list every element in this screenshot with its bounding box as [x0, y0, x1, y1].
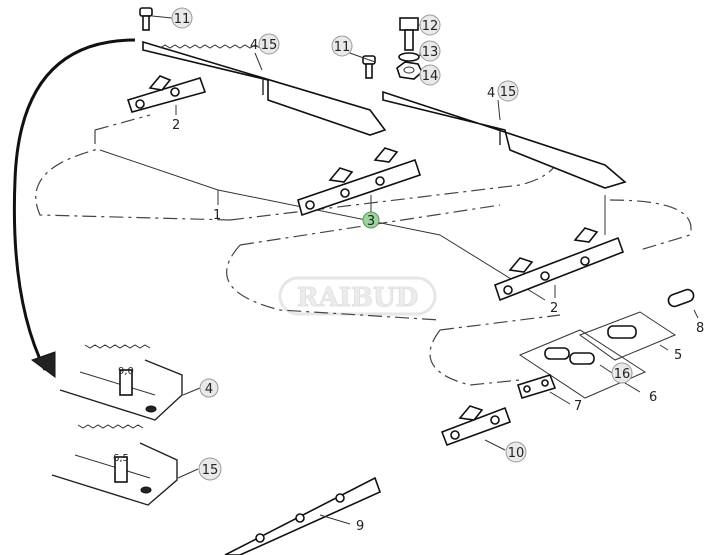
callout-11[interactable]: 11: [331, 35, 353, 57]
svg-text:4: 4: [205, 382, 213, 397]
kit-6: [518, 329, 647, 399]
callout-15[interactable]: 15: [497, 80, 519, 102]
callout-11[interactable]: 11: [171, 7, 193, 29]
svg-text:2: 2: [172, 118, 180, 133]
callout-4[interactable]: 4: [250, 38, 258, 53]
callout-13[interactable]: 13: [419, 40, 441, 62]
bracket-detail-4: 9,0: [59, 344, 183, 421]
svg-text:16: 16: [614, 367, 631, 382]
callout-4[interactable]: 4: [199, 378, 219, 398]
svg-text:2: 2: [550, 301, 558, 316]
callout-8[interactable]: 8: [696, 321, 704, 336]
callout-1[interactable]: 1: [213, 208, 221, 223]
callout-2[interactable]: 2: [172, 118, 180, 133]
svg-text:8: 8: [696, 321, 704, 336]
svg-text:15: 15: [261, 38, 278, 53]
svg-text:6,5: 6,5: [113, 453, 129, 464]
chain-link-2-top: [126, 75, 207, 113]
callout-14[interactable]: 14: [419, 64, 441, 86]
callout-leaders: [151, 15, 699, 525]
link-7: [517, 374, 557, 399]
callout-6[interactable]: 6: [649, 390, 657, 405]
svg-text:15: 15: [500, 85, 517, 100]
bolt-11-left: [139, 7, 153, 31]
svg-text:RAIBUD: RAIBUD: [297, 283, 418, 313]
svg-text:7: 7: [574, 399, 582, 414]
callout-15[interactable]: 15: [258, 33, 280, 55]
svg-text:4: 4: [250, 38, 258, 53]
chain-path-middle: [226, 199, 692, 321]
svg-text:11: 11: [174, 12, 191, 27]
callout-10[interactable]: 10: [505, 441, 527, 463]
callout-2[interactable]: 2: [550, 301, 558, 316]
callout-5[interactable]: 5: [674, 348, 682, 363]
kit-5: [578, 311, 677, 361]
rack-bar-left: [142, 40, 387, 136]
svg-text:4: 4: [487, 86, 495, 101]
chain-link-3: [297, 147, 422, 217]
nut-14: [396, 61, 423, 80]
callout-3[interactable]: 3: [362, 211, 380, 229]
svg-text:11: 11: [334, 40, 351, 55]
callout-16[interactable]: 16: [611, 362, 633, 384]
bolt-11-right: [362, 55, 376, 79]
chain-9: [224, 476, 382, 555]
svg-text:13: 13: [422, 45, 439, 60]
bracket-detail-15: 6,5: [51, 424, 178, 506]
svg-text:1: 1: [213, 208, 221, 223]
callout-4[interactable]: 4: [487, 86, 495, 101]
svg-text:9: 9: [356, 519, 364, 534]
arrow-head: [30, 351, 56, 378]
svg-text:3: 3: [367, 214, 375, 229]
curved-arrow: [12, 38, 136, 371]
washer-13: [398, 52, 420, 62]
svg-text:10: 10: [508, 446, 525, 461]
watermark-logo: RAIBUD: [278, 276, 437, 316]
svg-text:12: 12: [422, 19, 439, 34]
bolt-12: [399, 17, 419, 51]
callout-12[interactable]: 12: [419, 14, 441, 36]
svg-text:6: 6: [649, 390, 657, 405]
callout-9[interactable]: 9: [356, 519, 364, 534]
callout-15[interactable]: 15: [198, 457, 222, 481]
chain-path-lower: [429, 314, 561, 386]
link-10: [440, 405, 512, 447]
svg-text:15: 15: [202, 463, 219, 478]
svg-text:5: 5: [674, 348, 682, 363]
svg-text:9,0: 9,0: [118, 366, 134, 377]
chain-path-upper: [35, 114, 561, 221]
rack-bar-right: [382, 90, 627, 189]
chain-link-2-mid: [493, 227, 625, 302]
link-8: [667, 288, 695, 308]
callout-7[interactable]: 7: [574, 399, 582, 414]
svg-text:14: 14: [422, 69, 439, 84]
